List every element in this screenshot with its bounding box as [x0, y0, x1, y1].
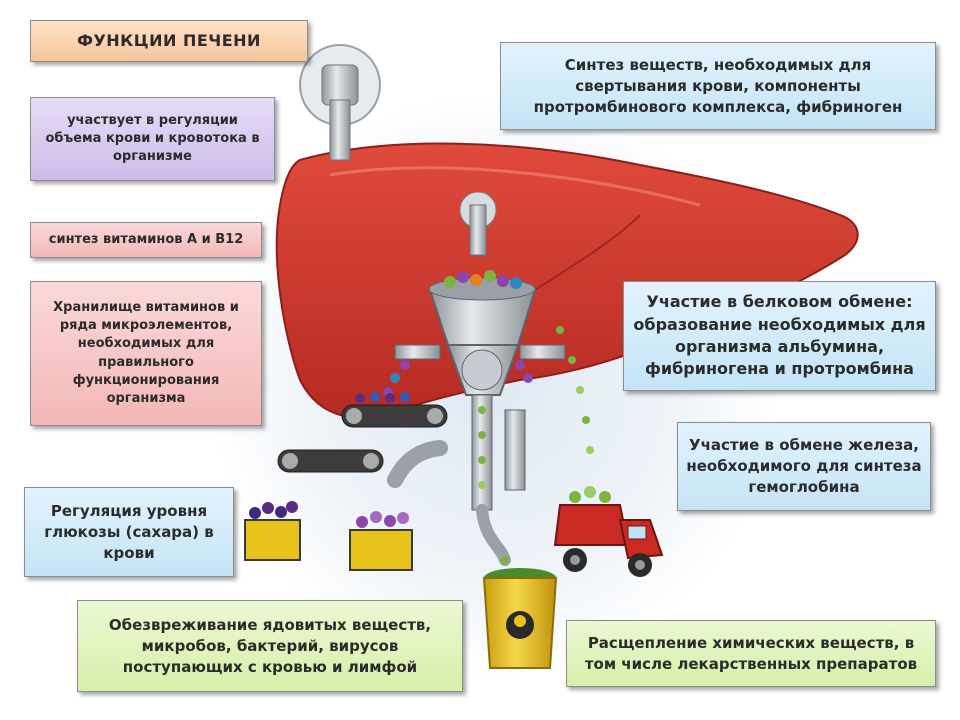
function-iron: Участие в обмене железа, необходимого дл… — [677, 422, 931, 511]
function-chemical: Расщепление химических веществ, в том чи… — [566, 620, 936, 687]
function-vitamin-synthesis: синтез витаминов А и В12 — [30, 222, 262, 258]
conveyor-icon — [277, 392, 448, 473]
truck-icon — [553, 486, 664, 577]
function-glucose: Регуляция уровня глюкозы (сахара) в кров… — [24, 487, 234, 577]
funnel-icon — [387, 270, 566, 566]
faucet-icon — [299, 44, 381, 161]
function-protein: Участие в белковом обмене: образование н… — [623, 281, 936, 391]
page-title: ФУНКЦИИ ПЕЧЕНИ — [30, 20, 308, 62]
function-coagulation: Синтез веществ, необходимых для свертыва… — [500, 42, 936, 130]
faucet-icon — [459, 191, 497, 256]
function-blood-volume: участвует в регуляции объема крови и кро… — [30, 97, 275, 181]
bin-icon — [244, 501, 413, 571]
function-storage: Хранилище витаминов и ряда микроэлементо… — [30, 281, 262, 426]
function-detox: Обезвреживание ядовитых веществ, микробо… — [77, 600, 463, 692]
toxic-bucket-icon — [482, 568, 558, 669]
particle-trail — [383, 326, 594, 564]
